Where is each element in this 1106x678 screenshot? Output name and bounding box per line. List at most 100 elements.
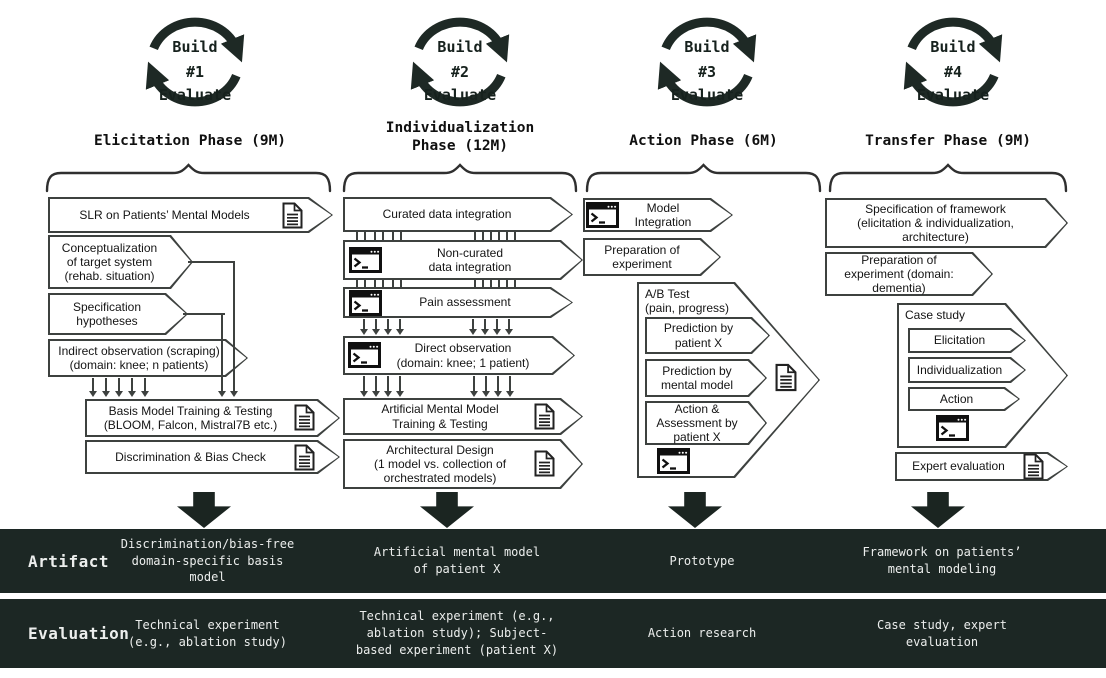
connector-arrowhead — [128, 391, 136, 397]
task-label: A/B Test (pain, progress) — [645, 287, 730, 316]
phase-brace-2 — [342, 163, 578, 193]
task-label: Expert evaluation — [912, 459, 1005, 474]
connector-line — [490, 280, 492, 288]
task-label: Prediction by patient X — [663, 321, 734, 350]
connector-arrowhead — [89, 391, 97, 397]
task-curated-data-integration: Curated data integration — [343, 197, 573, 232]
build-evaluate-cycle-3: Build #3 Evaluate — [647, 8, 767, 120]
connector-line — [382, 232, 384, 241]
evaluation-row: Evaluation Technical experiment (e.g., a… — [0, 599, 1106, 668]
phase-title-action: Action Phase (6M) — [629, 133, 778, 149]
connector-arrowhead — [360, 329, 368, 335]
connector-line — [474, 280, 476, 288]
connector-arrowhead — [230, 391, 238, 397]
cycle-number: #3 — [697, 63, 717, 81]
task-label: Individualization — [916, 362, 1003, 377]
connector-line — [506, 280, 508, 288]
connector-arrowhead — [493, 329, 501, 335]
task-pain-assessment: Pain assessment — [343, 287, 573, 318]
connector-line — [400, 280, 402, 288]
task-model-integration: Model Integration — [583, 198, 733, 232]
task-label: Curated data integration — [382, 207, 512, 222]
cycle-build-label: Build — [684, 38, 730, 56]
connector-line — [484, 319, 486, 330]
cycle-evaluate-label: Evaluate — [916, 86, 990, 104]
artifact-action: Prototype — [669, 553, 735, 568]
evaluation-elicitation: Technical experiment (e.g., ablation stu… — [128, 617, 287, 649]
connector-arrowhead — [506, 391, 514, 397]
connector-line — [399, 376, 401, 392]
cycle-evaluate-label: Evaluate — [423, 86, 497, 104]
phase-brace-3 — [585, 163, 822, 193]
connector-line — [506, 232, 508, 241]
connector-arrowhead — [494, 391, 502, 397]
connector-line — [363, 319, 365, 330]
connector-arrowhead — [482, 391, 490, 397]
connector-line — [375, 376, 377, 392]
phase-title-transfer: Transfer Phase (9M) — [865, 133, 1031, 149]
evaluation-transfer: Case study, expert evaluation — [876, 617, 1008, 649]
connector-arrowhead — [384, 329, 392, 335]
connector-arrowhead — [115, 391, 123, 397]
connector-arrowhead — [384, 391, 392, 397]
task-case-action: Action — [908, 387, 1020, 411]
phase-output-arrow-2 — [420, 492, 474, 528]
connector-line — [382, 280, 384, 288]
task-label: Model Integration — [634, 200, 692, 229]
task-ab-test-group: A/B Test (pain, progress) Prediction by … — [637, 282, 820, 478]
task-amm-training: Artificial Mental Model Training & Testi… — [343, 398, 583, 435]
artifact-individualization: Artificial mental model of patient X — [373, 545, 541, 576]
task-preparation-experiment-dementia: Preparation of experiment (domain: demen… — [825, 252, 993, 296]
task-expert-evaluation: Expert evaluation — [895, 452, 1068, 481]
task-label: SLR on Patients’ Mental Models — [79, 207, 250, 222]
connector-line — [221, 313, 223, 391]
task-label: Preparation of experiment (domain: demen… — [844, 252, 954, 296]
task-prediction-by-mental-model: Prediction by mental model — [645, 359, 767, 397]
artifact-row-label: Artifact — [28, 551, 110, 571]
task-label: Non-curated data integration — [428, 245, 512, 274]
connector-line — [482, 280, 484, 288]
build-evaluate-cycle-4: Build #4 Evaluate — [893, 8, 1013, 120]
connector-line — [363, 376, 365, 392]
artifact-row: Artifact Discrimination/bias-free domain… — [0, 529, 1106, 593]
cycle-arrows-icon — [145, 17, 245, 107]
evaluation-individualization: Technical experiment (e.g., ablation stu… — [355, 609, 559, 657]
task-label: Artificial Mental Model Training & Testi… — [381, 402, 499, 431]
task-specification-hypotheses: Specification hypotheses — [48, 293, 188, 335]
connector-line — [188, 261, 235, 263]
task-action-assessment: Action & Assessment by patient X — [645, 401, 767, 445]
connector-arrowhead — [396, 391, 404, 397]
task-preparation-of-experiment: Preparation of experiment — [583, 238, 721, 276]
cycle-build-label: Build — [437, 38, 483, 56]
document-icon — [534, 450, 555, 477]
connector-line — [508, 319, 510, 330]
connector-line — [400, 232, 402, 241]
task-label: Action & Assessment by patient X — [656, 401, 738, 445]
connector-arrowhead — [360, 391, 368, 397]
document-icon — [294, 444, 315, 471]
connector-line — [399, 319, 401, 330]
task-label: Elicitation — [933, 333, 986, 348]
connector-line — [375, 319, 377, 330]
terminal-icon — [936, 415, 969, 441]
connector-arrowhead — [396, 329, 404, 335]
connector-line — [105, 378, 107, 392]
connector-line — [514, 232, 516, 241]
connector-arrowhead — [218, 391, 226, 397]
connector-line — [514, 280, 516, 288]
connector-line — [144, 378, 146, 392]
task-label: Action — [939, 391, 974, 406]
connector-line — [497, 376, 499, 392]
connector-line — [482, 232, 484, 241]
task-direct-observation: Direct observation (domain: knee; 1 pati… — [343, 336, 575, 375]
task-basis-model-training: Basis Model Training & Testing (BLOOM, F… — [85, 399, 340, 437]
task-case-individualization: Individualization — [908, 357, 1026, 383]
connector-line — [364, 280, 366, 288]
connector-arrowhead — [470, 391, 478, 397]
task-label: Conceptualization of target system (reha… — [61, 240, 158, 284]
terminal-icon — [349, 290, 382, 316]
task-label: Indirect observation (scraping) (domain:… — [58, 343, 220, 372]
task-label: Case study — [905, 308, 966, 322]
connector-line — [131, 378, 133, 392]
evaluation-row-label: Evaluation — [28, 624, 130, 643]
